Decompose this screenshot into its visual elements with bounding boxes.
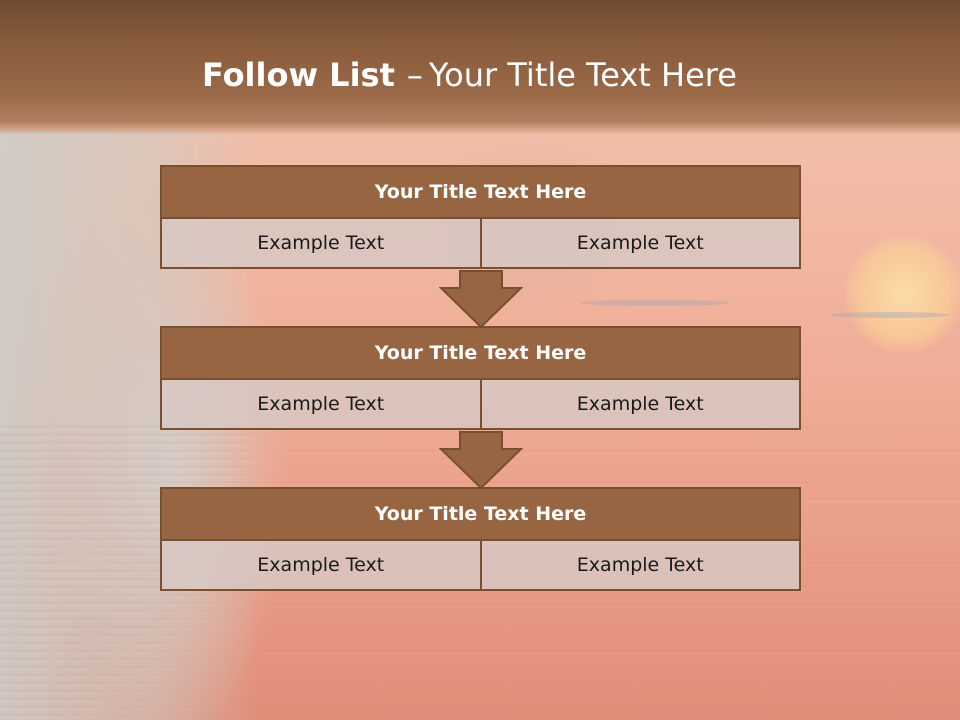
block-row: Example Text Example Text [160,541,801,591]
title-dash: – [406,56,423,94]
list-block-3: Your Title Text Here Example Text Exampl… [160,487,801,591]
list-block-2: Your Title Text Here Example Text Exampl… [160,326,801,430]
block-cell-right: Example Text [481,380,801,430]
list-block-1: Your Title Text Here Example Text Exampl… [160,165,801,269]
block-title: Your Title Text Here [160,326,801,380]
sun [845,235,960,353]
block-cell-right: Example Text [481,541,801,591]
slide-title: Follow List–Your Title Text Here [202,56,737,94]
block-cell-left: Example Text [160,380,482,430]
block-row: Example Text Example Text [160,219,801,269]
block-cell-left: Example Text [160,541,482,591]
block-title: Your Title Text Here [160,165,801,219]
down-arrow-icon [439,431,523,489]
block-cell-left: Example Text [160,219,482,269]
header-band [0,0,960,135]
block-row: Example Text Example Text [160,380,801,430]
title-rest-part: Your Title Text Here [428,56,737,94]
block-title: Your Title Text Here [160,487,801,541]
down-arrow-icon [439,270,523,328]
title-bold-part: Follow List [202,56,395,94]
cloud [580,300,730,306]
block-cell-right: Example Text [481,219,801,269]
cloud [830,312,950,318]
